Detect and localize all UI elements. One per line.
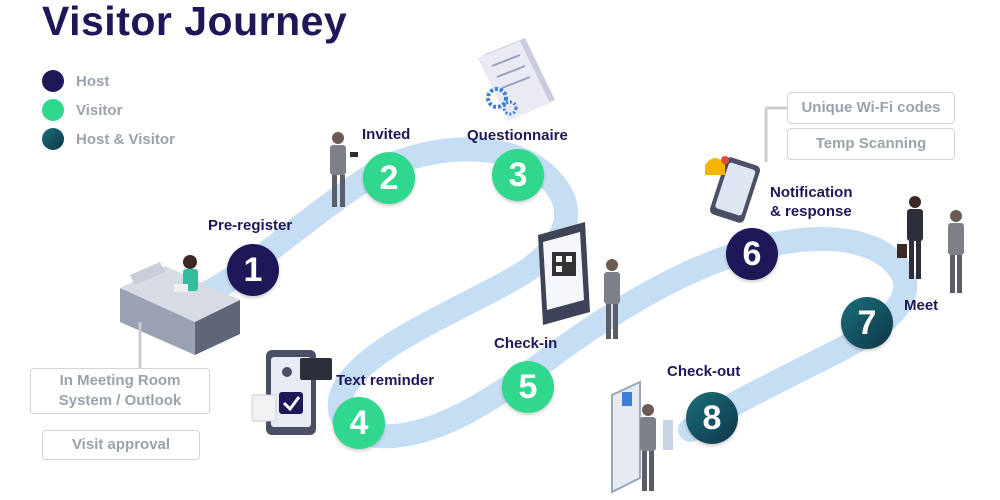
step-8-label: Check-out <box>667 363 741 380</box>
checkout-gate-illustration <box>611 380 673 494</box>
checkin-kiosk-illustration <box>538 222 620 339</box>
step-1-label: Pre-register <box>208 217 293 234</box>
step-3-label: Questionnaire <box>467 127 568 144</box>
legend-dot-host-visitor <box>42 128 64 150</box>
page-title: Visitor Journey <box>42 0 348 44</box>
reception-desk-illustration <box>120 255 240 355</box>
step-1-circle: 1 <box>227 244 279 296</box>
meeting-room-note: In Meeting Room System / Outlook <box>30 368 210 414</box>
notification-phone-illustration <box>705 156 761 223</box>
visit-approval-note: Visit approval <box>42 430 200 460</box>
legend-dot-host <box>42 70 64 92</box>
step-6-label: Notification & response <box>770 184 853 220</box>
step-4-label: Text reminder <box>336 372 435 389</box>
temp-scanning-note: Temp Scanning <box>787 128 955 160</box>
step-3-circle: 3 <box>492 149 544 201</box>
step-4-circle: 4 <box>333 397 385 449</box>
legend-label-host: Host <box>76 72 110 90</box>
legend-item-host-visitor: Host & Visitor <box>42 128 175 150</box>
step-2-label: Invited <box>362 126 411 143</box>
step-8-circle: 8 <box>686 392 738 444</box>
step-5-circle: 5 <box>502 361 554 413</box>
visitor-figure-invited <box>330 132 358 207</box>
wifi-codes-note: Unique Wi-Fi codes <box>787 92 955 124</box>
meet-handshake-illustration <box>897 196 964 293</box>
step-6-circle: 6 <box>726 228 778 280</box>
phone-reminder-illustration <box>251 350 332 435</box>
legend-label-visitor: Visitor <box>76 101 123 119</box>
step-2-circle: 2 <box>363 152 415 204</box>
questionnaire-illustration <box>478 38 555 121</box>
legend-dot-visitor <box>42 99 64 121</box>
meeting-room-note-line1: In Meeting Room <box>59 372 181 389</box>
legend-item-host: Host <box>42 70 109 92</box>
legend-label-host-visitor: Host & Visitor <box>76 130 175 148</box>
legend-item-visitor: Visitor <box>42 99 122 121</box>
step-7-circle: 7 <box>841 297 893 349</box>
meeting-room-note-line2: System / Outlook <box>58 392 182 409</box>
step-5-label: Check-in <box>494 335 558 352</box>
step-7-label: Meet <box>904 297 939 314</box>
